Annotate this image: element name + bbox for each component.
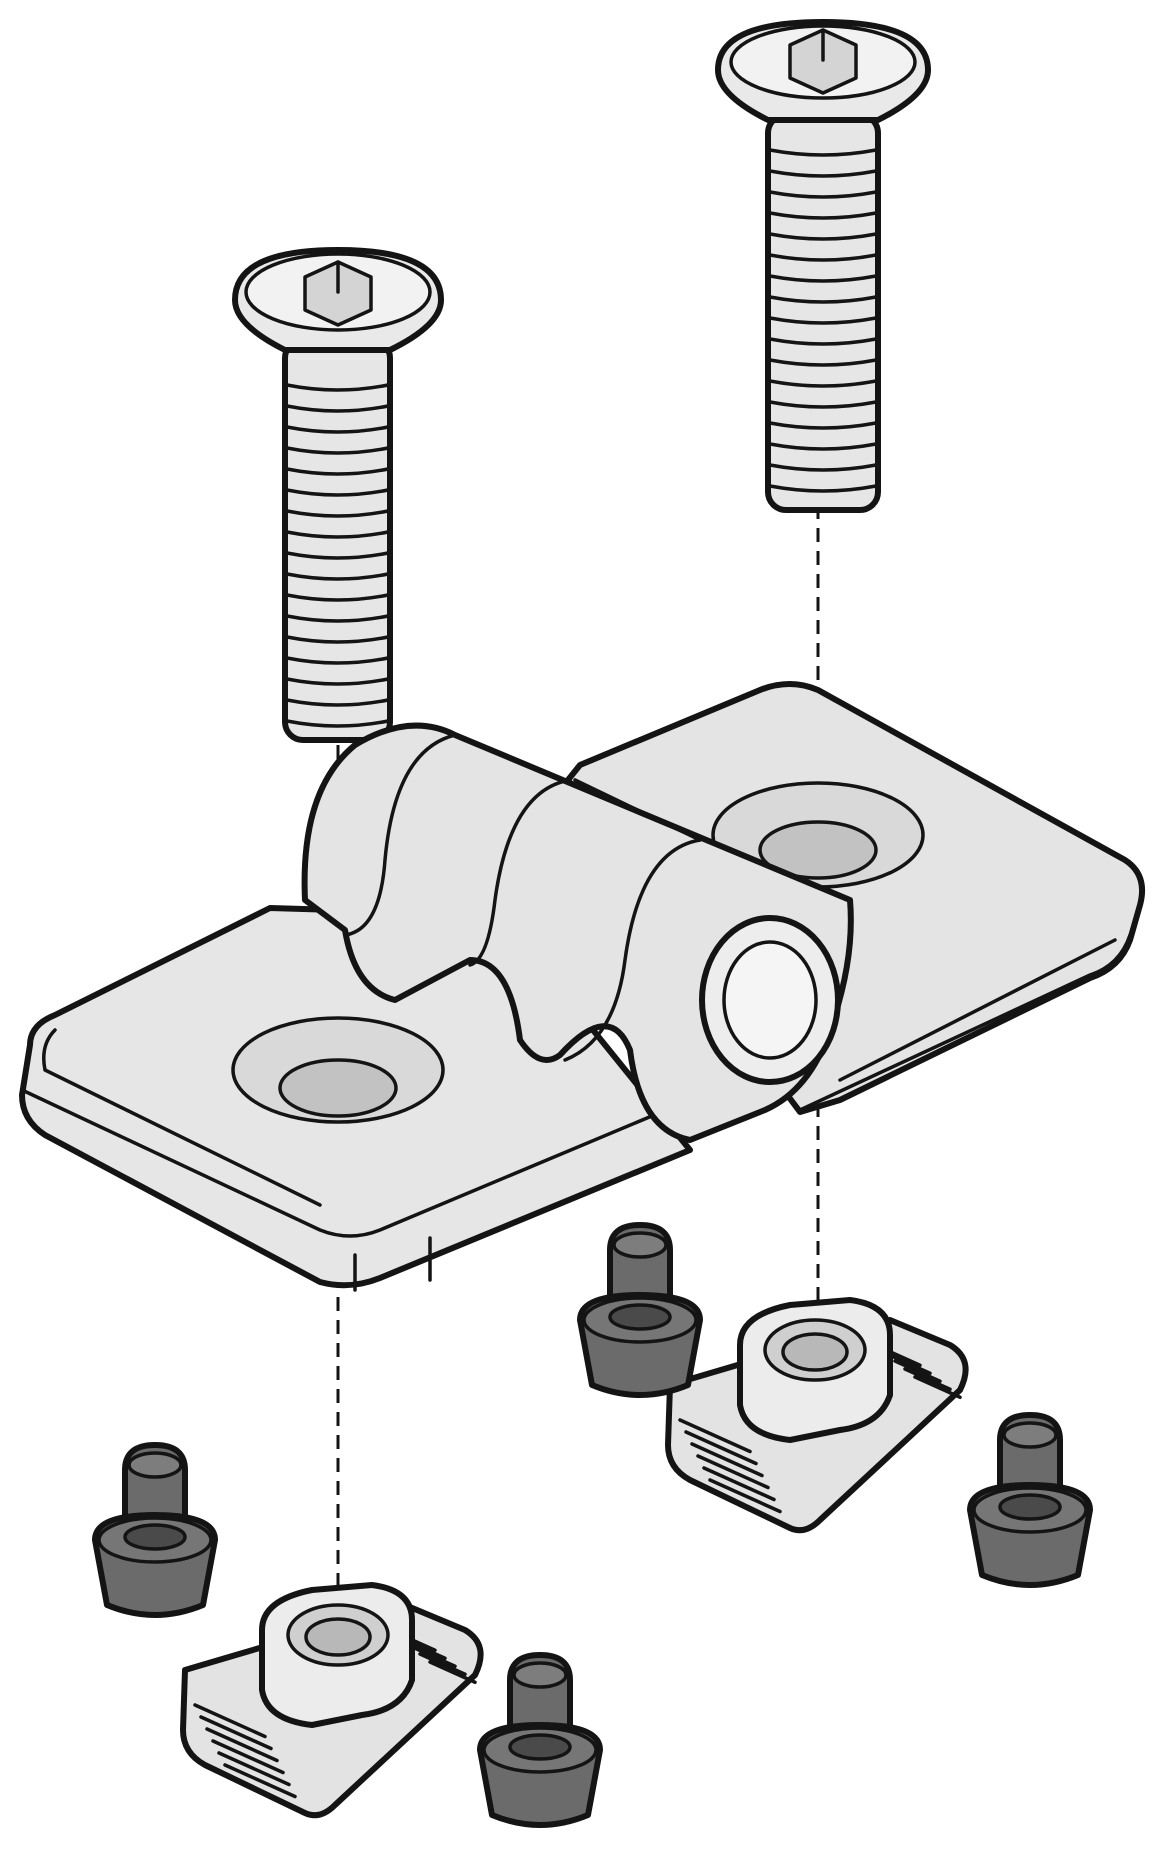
- thread-ridge: [285, 593, 390, 602]
- nut-rib: [223, 1763, 297, 1799]
- thread-ridge: [285, 551, 390, 560]
- thread-ridge: [285, 614, 390, 623]
- nut-rib: [193, 1703, 267, 1739]
- nut-rib: [913, 1375, 962, 1399]
- countersunk-screw-left: [232, 247, 444, 743]
- nut-rib: [678, 1418, 752, 1454]
- countersunk-screw-right: [715, 19, 931, 513]
- thread-ridge: [768, 442, 878, 451]
- thread-ridge: [768, 274, 878, 283]
- nut-rib: [211, 1739, 285, 1775]
- thread-ridge: [768, 484, 878, 493]
- thread-ridge: [768, 379, 878, 388]
- thread-ridge: [768, 463, 878, 472]
- thread-ridge: [768, 148, 878, 157]
- rubber-plug: [967, 1412, 1093, 1588]
- nut-rib: [893, 1359, 942, 1383]
- nut-rib: [696, 1454, 770, 1490]
- thread-ridge: [285, 635, 390, 644]
- nut-rib: [205, 1727, 279, 1763]
- nut-rib: [217, 1751, 291, 1787]
- thread-ridge: [768, 337, 878, 346]
- thread-ridge: [768, 253, 878, 262]
- t-slot-nut-left: [180, 1582, 484, 1819]
- screw-threads-left: [285, 383, 390, 728]
- thread-ridge: [768, 421, 878, 430]
- rubber-plug: [92, 1442, 218, 1618]
- thread-ridge: [768, 358, 878, 367]
- nut-rib: [418, 1652, 467, 1676]
- rubber-plugs: [92, 1222, 1093, 1828]
- rubber-plug: [577, 1222, 703, 1398]
- thread-ridge: [768, 211, 878, 220]
- thread-ridge: [285, 572, 390, 581]
- thread-ridge: [285, 677, 390, 686]
- t-slot-nut-right: [665, 1297, 969, 1534]
- thread-ridge: [285, 488, 390, 497]
- nut-rib: [408, 1644, 457, 1668]
- thread-ridge: [768, 169, 878, 178]
- thread-ridge: [285, 698, 390, 707]
- thread-ridge: [768, 232, 878, 241]
- thread-ridge: [768, 400, 878, 409]
- thread-ridge: [768, 190, 878, 199]
- rubber-plug: [477, 1652, 603, 1828]
- thread-ridge: [285, 425, 390, 434]
- nut-rib: [903, 1367, 952, 1391]
- thread-ridge: [285, 656, 390, 665]
- hinge-bracket: [19, 681, 1146, 1292]
- thread-ridge: [768, 295, 878, 304]
- screw-threads-right: [768, 148, 878, 493]
- nut-rib: [702, 1466, 776, 1502]
- nut-rib: [428, 1660, 477, 1684]
- thread-ridge: [285, 446, 390, 455]
- thread-ridge: [768, 316, 878, 325]
- thread-ridge: [285, 467, 390, 476]
- nut-rib: [690, 1442, 764, 1478]
- nut-rib: [684, 1430, 758, 1466]
- nut-rib: [199, 1715, 273, 1751]
- thread-ridge: [285, 383, 390, 392]
- thread-ridge: [285, 719, 390, 728]
- thread-ridge: [285, 404, 390, 413]
- nut-rib: [708, 1478, 782, 1514]
- thread-ridge: [285, 509, 390, 518]
- thread-ridge: [285, 530, 390, 539]
